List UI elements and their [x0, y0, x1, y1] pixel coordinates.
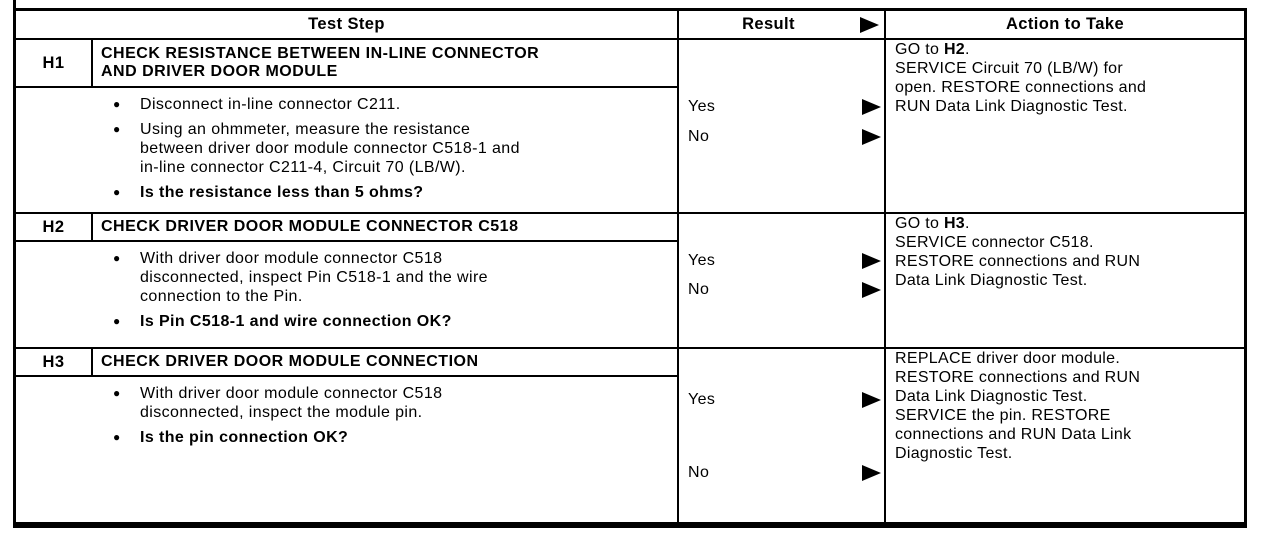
bullet-icon: ● [113, 185, 121, 199]
action-segment: . [965, 215, 970, 232]
result-arrow-icon [862, 391, 881, 408]
result-row: No [688, 127, 881, 146]
result-label: No [688, 127, 710, 145]
bullet-item: ● Disconnect in-line connector C211. [113, 95, 669, 114]
result-label: Yes [688, 390, 716, 408]
action-text: REPLACE driver door module. RESTORE conn… [895, 349, 1238, 406]
bullet-item-question: ● Is Pin C518-1 and wire connection OK? [113, 312, 669, 331]
column-header-result: Result [677, 11, 884, 40]
step-instructions: ● With driver door module connector C518 … [16, 377, 677, 447]
result-arrow-icon [860, 16, 879, 33]
action-segment: . [965, 41, 970, 58]
column-header-action: Action to Take [884, 11, 1244, 40]
bullet-text: Disconnect in-line connector C211. [140, 96, 401, 113]
scan-artifact-line [13, 0, 16, 11]
pinpoint-test-table: Test Step Result Action to Take H1 CHECK… [13, 8, 1247, 528]
bullet-item: ● With driver door module connector C518 … [113, 249, 669, 306]
result-row: Yes [688, 251, 881, 270]
action-text: SERVICE the pin. RESTORE connections and… [895, 406, 1238, 463]
bullet-icon: ● [113, 122, 121, 136]
action-segment: GO to [895, 41, 944, 58]
bullet-icon: ● [113, 251, 121, 265]
step-title: CHECK DRIVER DOOR MODULE CONNECTION [101, 353, 479, 370]
result-cell-h3: Yes No [677, 347, 884, 522]
action-text: SERVICE Circuit 70 (LB/W) for open. REST… [895, 59, 1238, 116]
bullet-item: ● Using an ohmmeter, measure the resistan… [113, 120, 669, 177]
result-cell-h2: Yes No [677, 212, 884, 347]
bullet-icon: ● [113, 97, 121, 111]
test-step-header-row: H2 CHECK DRIVER DOOR MODULE CONNECTOR C5… [16, 214, 677, 242]
step-title: CHECK DRIVER DOOR MODULE CONNECTOR C518 [101, 218, 519, 235]
bullet-text: Is the pin connection OK? [140, 429, 349, 446]
bullet-icon: ● [113, 386, 121, 400]
test-step-cell-h1: H1 CHECK RESISTANCE BETWEEN IN-LINE CONN… [16, 40, 677, 212]
action-cell-h2: GO to H3. SERVICE connector C518. RESTOR… [884, 212, 1244, 347]
bullet-item-question: ● Is the resistance less than 5 ohms? [113, 183, 669, 202]
test-step-header-row: H3 CHECK DRIVER DOOR MODULE CONNECTION [16, 349, 677, 377]
result-arrow-icon [862, 464, 881, 481]
action-segment: SERVICE the pin. RESTORE connections and… [895, 407, 1132, 462]
action-text: GO to H3. [895, 214, 1238, 233]
result-header-label: Result [742, 15, 795, 33]
test-step-cell-h2: H2 CHECK DRIVER DOOR MODULE CONNECTOR C5… [16, 212, 677, 347]
result-row: Yes [688, 97, 881, 116]
result-arrow-icon [862, 281, 881, 298]
bullet-text: With driver door module connector C518 d… [140, 385, 443, 421]
result-arrow-icon [862, 252, 881, 269]
step-title: CHECK RESISTANCE BETWEEN IN-LINE CONNECT… [101, 45, 540, 80]
step-instructions: ● With driver door module connector C518 … [16, 242, 677, 331]
result-row: No [688, 463, 881, 482]
column-header-test-step: Test Step [16, 11, 677, 40]
action-text: SERVICE connector C518. RESTORE connecti… [895, 233, 1238, 290]
step-id: H2 [16, 214, 93, 240]
result-arrow-icon [862, 128, 881, 145]
result-label: Yes [688, 251, 716, 269]
step-id: H3 [16, 349, 93, 375]
bullet-icon: ● [113, 314, 121, 328]
action-cell-h1: GO to H2. SERVICE Circuit 70 (LB/W) for … [884, 40, 1244, 212]
bullet-item-question: ● Is the pin connection OK? [113, 428, 669, 447]
result-label: No [688, 463, 710, 481]
result-cell-h1: Yes No [677, 40, 884, 212]
action-segment: GO to [895, 215, 944, 232]
action-text: GO to H2. [895, 40, 1238, 59]
result-arrow-icon [862, 98, 881, 115]
action-step-ref: H3 [943, 215, 965, 232]
bullet-item: ● With driver door module connector C518 … [113, 384, 669, 422]
result-label: Yes [688, 97, 716, 115]
bullet-text: Is Pin C518-1 and wire connection OK? [140, 313, 452, 330]
action-segment: SERVICE Circuit 70 (LB/W) for open. REST… [895, 60, 1147, 115]
bullet-icon: ● [113, 430, 121, 444]
test-step-cell-h3: H3 CHECK DRIVER DOOR MODULE CONNECTION ●… [16, 347, 677, 522]
action-cell-h3: REPLACE driver door module. RESTORE conn… [884, 347, 1244, 522]
result-row: No [688, 280, 881, 299]
action-segment: SERVICE connector C518. RESTORE connecti… [895, 234, 1141, 289]
action-step-ref: H2 [943, 41, 965, 58]
result-row: Yes [688, 390, 881, 409]
bullet-text: Is the resistance less than 5 ohms? [140, 184, 424, 201]
action-segment: REPLACE driver door module. RESTORE conn… [895, 350, 1141, 405]
step-instructions: ● Disconnect in-line connector C211. ● Usi… [16, 88, 677, 202]
result-label: No [688, 280, 710, 298]
test-step-header-row: H1 CHECK RESISTANCE BETWEEN IN-LINE CONN… [16, 40, 677, 88]
bullet-text: Using an ohmmeter, measure the resistanc… [140, 121, 520, 176]
step-id: H1 [16, 40, 93, 86]
bullet-text: With driver door module connector C518 d… [140, 250, 488, 305]
